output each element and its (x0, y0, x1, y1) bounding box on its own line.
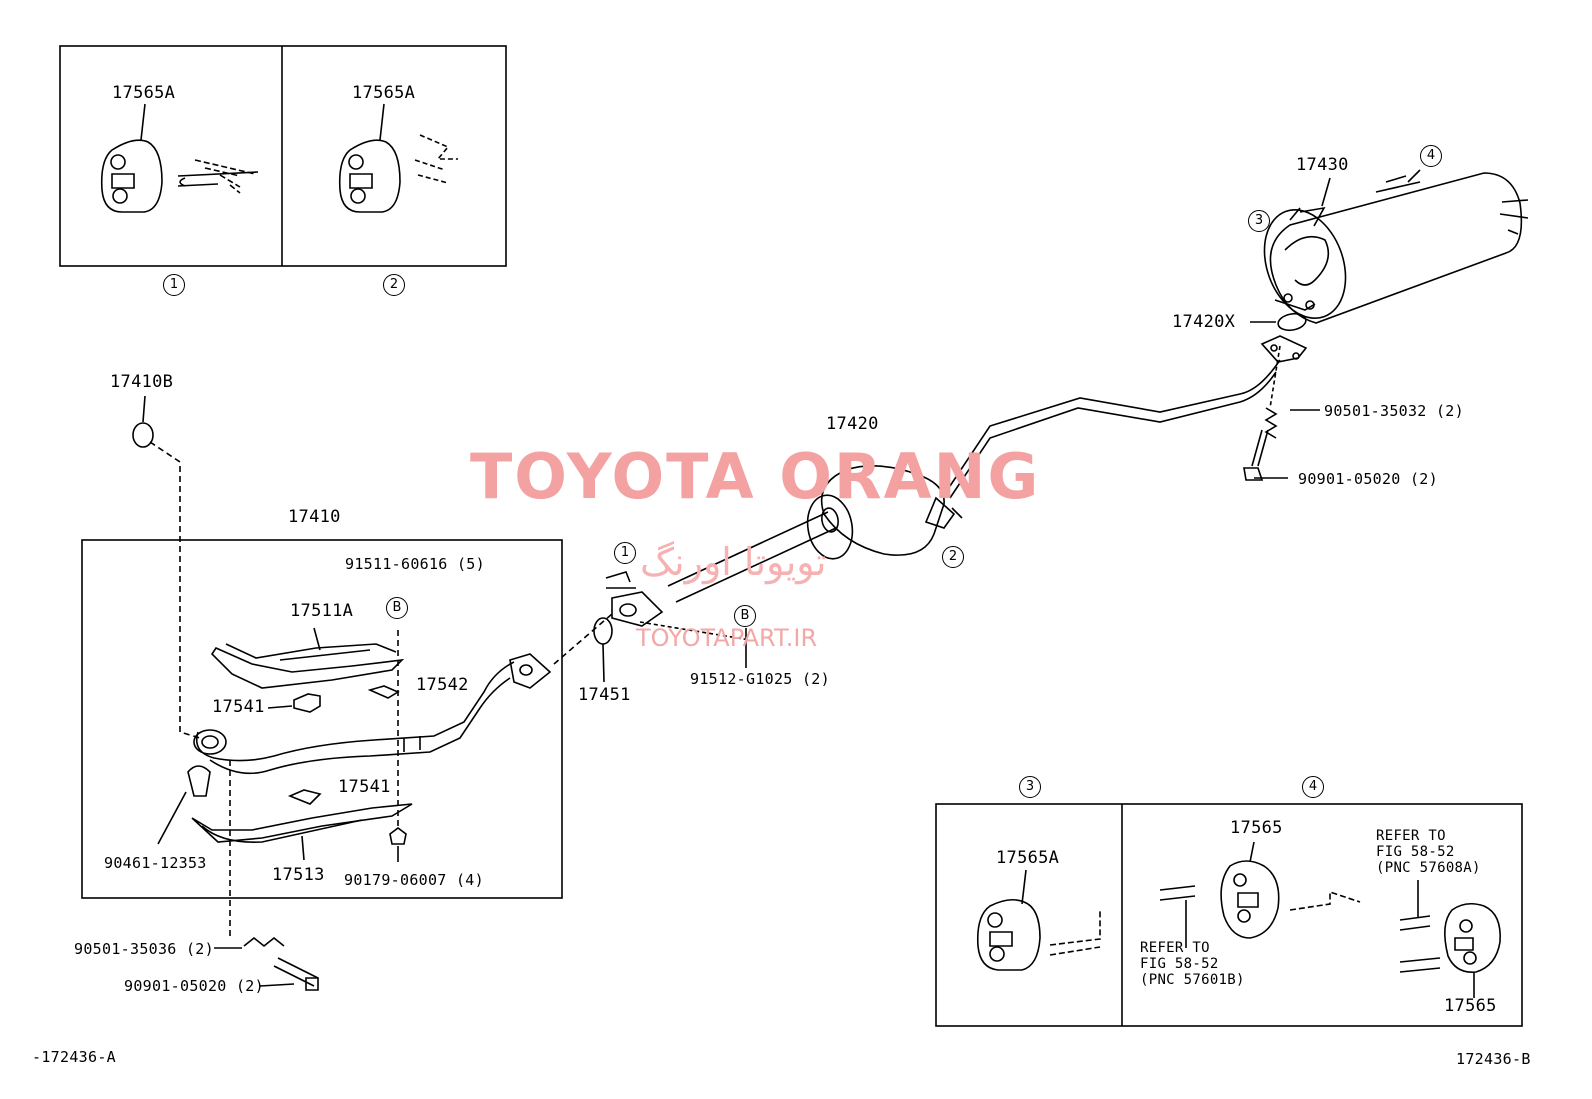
label-17511A: 17511A (290, 601, 354, 621)
label-17565A-1: 17565A (112, 83, 176, 103)
spring-bolt-left (214, 760, 319, 991)
hanger-inset-3 (976, 869, 1101, 971)
ref-4-muffler: 4 (1420, 145, 1442, 167)
label-90901-05020-right: 90901-05020 (2) (1298, 470, 1438, 488)
label-17565-top: 17565 (1230, 818, 1283, 838)
front-pipe-box (81, 539, 563, 899)
label-17565A-3: 17565A (996, 848, 1060, 868)
label-17542: 17542 (416, 675, 469, 695)
label-17513: 17513 (272, 865, 325, 885)
ref-3-muffler: 3 (1248, 210, 1270, 232)
label-17541-a: 17541 (212, 697, 265, 717)
label-17410: 17410 (288, 507, 341, 527)
gasket-17410B (132, 422, 154, 448)
label-91511-60616: 91511-60616 (5) (345, 555, 485, 573)
hanger-inset-2 (338, 103, 458, 213)
watermark-title: TOYOTA ORANG (470, 440, 1041, 513)
center-pipe-17420 (605, 335, 1308, 627)
ref-2-inset: 2 (383, 274, 405, 296)
label-90461-12353: 90461-12353 (104, 854, 207, 872)
watermark-farsi: تویوتا اورنگ (640, 540, 827, 584)
label-90501-35036: 90501-35036 (2) (74, 940, 214, 958)
ref-4-inset: 4 (1302, 776, 1324, 798)
clamp-90461 (157, 765, 211, 845)
ref-B-upper: B (386, 597, 408, 619)
front-pipe (193, 653, 552, 775)
note-refer-57608A: REFER TO FIG 58-52 (PNC 57608A) (1376, 828, 1481, 876)
label-90179-06007: 90179-06007 (4) (344, 871, 484, 889)
watermark-url: TOYOTAPART.IR (636, 624, 818, 652)
label-17565-bottom: 17565 (1444, 996, 1497, 1016)
label-17565A-2: 17565A (352, 83, 416, 103)
label-17410B: 17410B (110, 372, 174, 392)
ref-3-inset: 3 (1019, 776, 1041, 798)
label-90501-35032: 90501-35032 (2) (1324, 402, 1464, 420)
nut-90179 (389, 827, 407, 845)
hanger-inset-4 (1159, 841, 1501, 998)
ref-1-pipe: 1 (614, 542, 636, 564)
label-17541-b: 17541 (338, 777, 391, 797)
label-17451: 17451 (578, 685, 631, 705)
inset-box-3-4 (935, 803, 1523, 1027)
inset-box-1-2 (59, 45, 507, 267)
heat-insulator-17513 (191, 803, 413, 861)
heat-insulator-17511A (210, 627, 405, 689)
label-90901-05020-left: 90901-05020 (2) (124, 977, 264, 995)
label-91512-G1025: 91512-G1025 (2) (690, 670, 830, 688)
ref-B-lower: B (734, 605, 756, 627)
label-17420X: 17420X (1172, 312, 1236, 332)
spring-bolt-right (1243, 345, 1281, 481)
hanger-inset-1 (100, 103, 259, 213)
diagram-code-right: 172436-B (1456, 1050, 1531, 1068)
ref-1-inset: 1 (163, 274, 185, 296)
label-17420: 17420 (826, 414, 879, 434)
diagram-code-left: -172436-A (32, 1048, 116, 1066)
rear-muffler (1263, 169, 1529, 324)
gasket-17420X (1277, 312, 1307, 332)
note-refer-57601B: REFER TO FIG 58-52 (PNC 57601B) (1140, 940, 1245, 988)
label-17430: 17430 (1296, 155, 1349, 175)
ref-2-pipe: 2 (942, 546, 964, 568)
